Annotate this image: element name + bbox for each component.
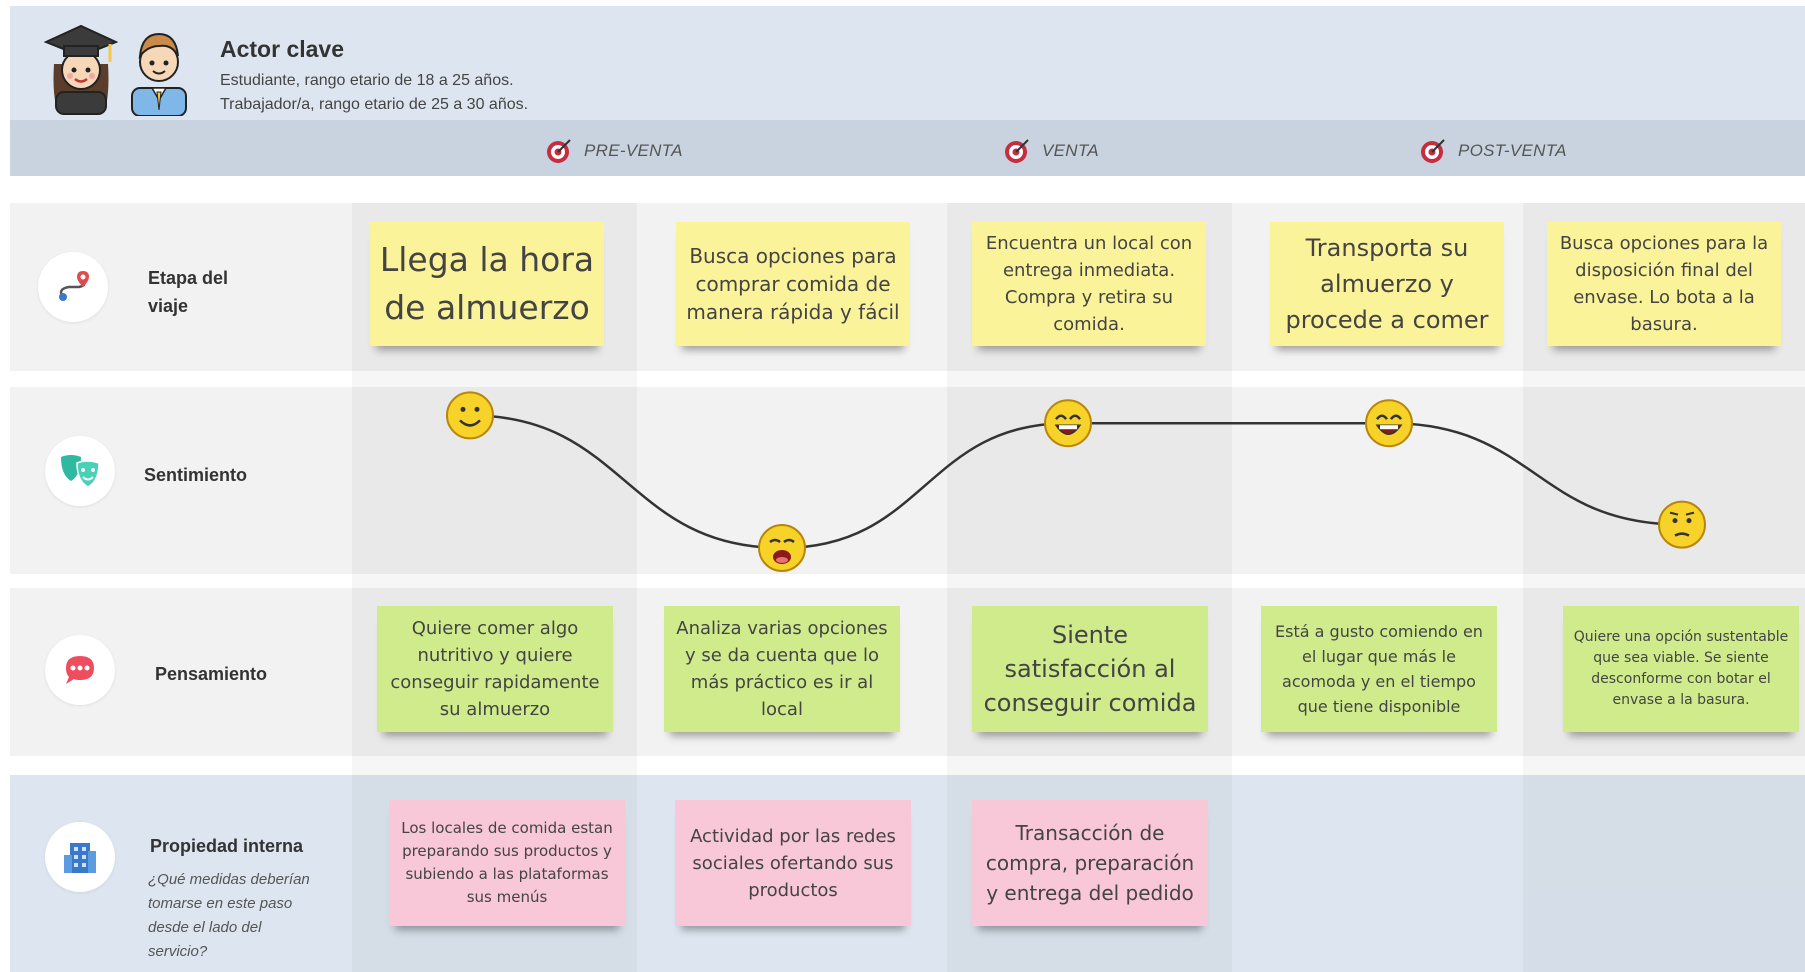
actor-student-line: Estudiante, rango etario de 18 a 25 años… bbox=[220, 72, 514, 89]
propiedad-note: Transacción de compra, preparación y ent… bbox=[972, 800, 1208, 926]
worker-avatar-icon bbox=[131, 32, 187, 116]
phase-label: VENTA bbox=[1042, 141, 1099, 160]
row-label-propiedad: Propiedad interna bbox=[150, 836, 304, 856]
pensamiento-note: Siente satisfacción al conseguir comida bbox=[972, 606, 1208, 732]
etapa-note: Transporta su almuerzo y procede a comer bbox=[1270, 222, 1504, 346]
journey-route-icon bbox=[38, 252, 108, 322]
row-label-sentimiento: Sentimiento bbox=[144, 465, 248, 485]
phase-venta: VENTA bbox=[1004, 138, 1099, 164]
target-icon bbox=[1005, 139, 1029, 163]
actor-worker-line: Trabajador/a, rango etario de 25 a 30 añ… bbox=[220, 96, 529, 113]
row-label-pensamiento: Pensamiento bbox=[155, 664, 268, 684]
phase-bar bbox=[10, 120, 1805, 176]
thought-bubble-icon bbox=[45, 635, 115, 705]
row-sub-propiedad: ¿Qué medidas deberían tomarse en este pa… bbox=[148, 871, 310, 960]
etapa-note: Busca opciones para comprar comida de ma… bbox=[676, 222, 910, 346]
theater-masks-icon bbox=[45, 436, 115, 506]
pensamiento-note: Está a gusto comiendo en el lugar que má… bbox=[1261, 606, 1497, 732]
phase-label: POST-VENTA bbox=[1458, 141, 1567, 160]
phase-post-venta: POST-VENTA bbox=[1420, 138, 1567, 164]
etapa-note: Busca opciones para la disposición final… bbox=[1547, 222, 1781, 346]
propiedad-note: Actividad por las redes sociales ofertan… bbox=[675, 800, 911, 926]
phase-label: PRE-VENTA bbox=[584, 141, 683, 160]
etapa-note: Encuentra un local con entrega inmediata… bbox=[972, 222, 1206, 346]
row-label-etapa: Etapa del viaje bbox=[148, 268, 229, 316]
student-avatar-icon bbox=[44, 24, 118, 115]
target-icon bbox=[547, 139, 571, 163]
pensamiento-note: Analiza varias opciones y se da cuenta q… bbox=[664, 606, 900, 732]
actor-title: Actor clave bbox=[220, 36, 345, 62]
actor-header bbox=[10, 6, 1805, 120]
pensamiento-note: Quiere comer algo nutritivo y quiere con… bbox=[377, 606, 613, 732]
row-pensamiento-bg bbox=[10, 588, 1805, 756]
phase-pre-venta: PRE-VENTA bbox=[546, 138, 683, 164]
pensamiento-note: Quiere una opción sustentable que sea vi… bbox=[1563, 606, 1799, 732]
etapa-note: Llega la hora de almuerzo bbox=[370, 222, 604, 346]
target-icon bbox=[1421, 139, 1445, 163]
propiedad-note: Los locales de comida estan preparando s… bbox=[389, 800, 625, 926]
building-icon bbox=[45, 822, 115, 892]
